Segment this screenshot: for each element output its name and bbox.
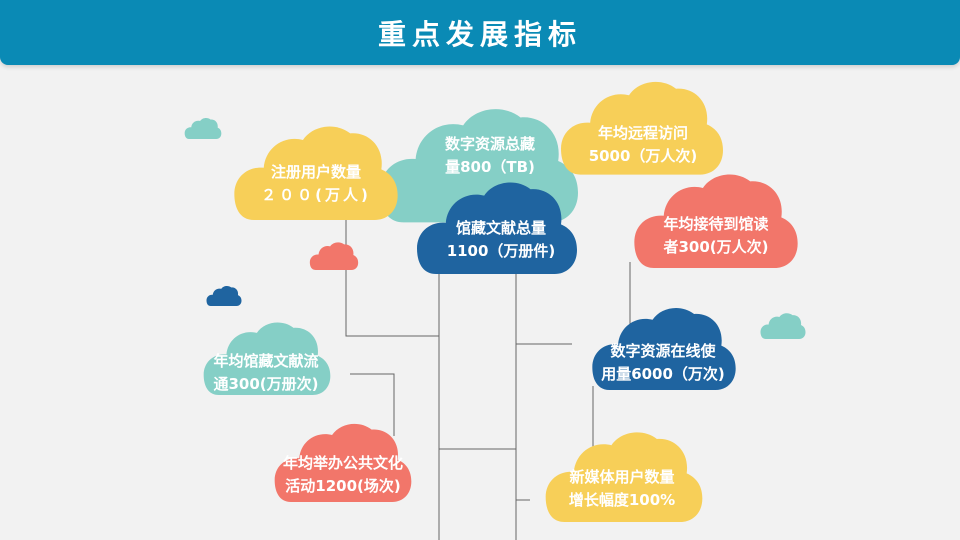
cloud-label-line: 年均馆藏文献流 — [213, 352, 319, 370]
label-remote-visits: 年均远程访问 5000（万人次) — [563, 122, 723, 168]
cloud-label-line: 年均远程访问 — [597, 124, 688, 142]
cloud-label-line: 1100（万册件) — [446, 242, 556, 260]
cloud-label-line: 增长幅度100% — [568, 491, 676, 509]
cloud-label-line: 用量6000（万次) — [601, 365, 725, 383]
decorative-cloud-icon — [309, 242, 359, 270]
cloud-label-line: 新媒体用户数量 — [569, 468, 675, 486]
cloud-label-line: 数字资源总藏 — [444, 135, 535, 153]
label-digital-resources-total: 数字资源总藏 量800（TB) — [400, 133, 580, 179]
cloud-label-line: 注册用户数量 — [270, 163, 361, 181]
cloud-label-line: 者300(万人次) — [663, 238, 769, 256]
label-collection-circulation: 年均馆藏文献流 通300(万册次) — [186, 350, 346, 396]
cloud-label-line: 通300(万册次) — [213, 375, 319, 393]
cloud-label-line: 数字资源在线使 — [610, 342, 716, 360]
label-digital-online-use: 数字资源在线使 用量6000（万次) — [573, 340, 753, 386]
page-title: 重点发展指标 — [377, 18, 582, 51]
label-registered-users: 注册用户数量 ２００(万人) — [236, 161, 396, 207]
cloud-label-line: ２００(万人) — [261, 186, 371, 204]
decorative-cloud-icon — [760, 313, 806, 339]
decorative-cloud-icon — [206, 285, 242, 306]
cloud-label-line: 5000（万人次) — [588, 147, 698, 165]
label-collection-total: 馆藏文献总量 1100（万册件) — [411, 217, 591, 263]
cloud-label-line: 活动1200(场次) — [285, 477, 401, 495]
label-public-events: 年均举办公共文化 活动1200(场次) — [253, 452, 433, 498]
cloud-label-line: 量800（TB) — [445, 158, 535, 176]
cloud-label-line: 年均举办公共文化 — [282, 454, 403, 472]
cloud-label-line: 馆藏文献总量 — [455, 219, 546, 237]
label-onsite-visitors: 年均接待到馆读 者300(万人次) — [626, 213, 806, 259]
cloud-label-line: 年均接待到馆读 — [663, 215, 769, 233]
decorative-cloud-icon — [184, 118, 222, 139]
label-new-media-growth: 新媒体用户数量 增长幅度100% — [532, 466, 712, 512]
header-bar: 重点发展指标 — [0, 0, 960, 65]
